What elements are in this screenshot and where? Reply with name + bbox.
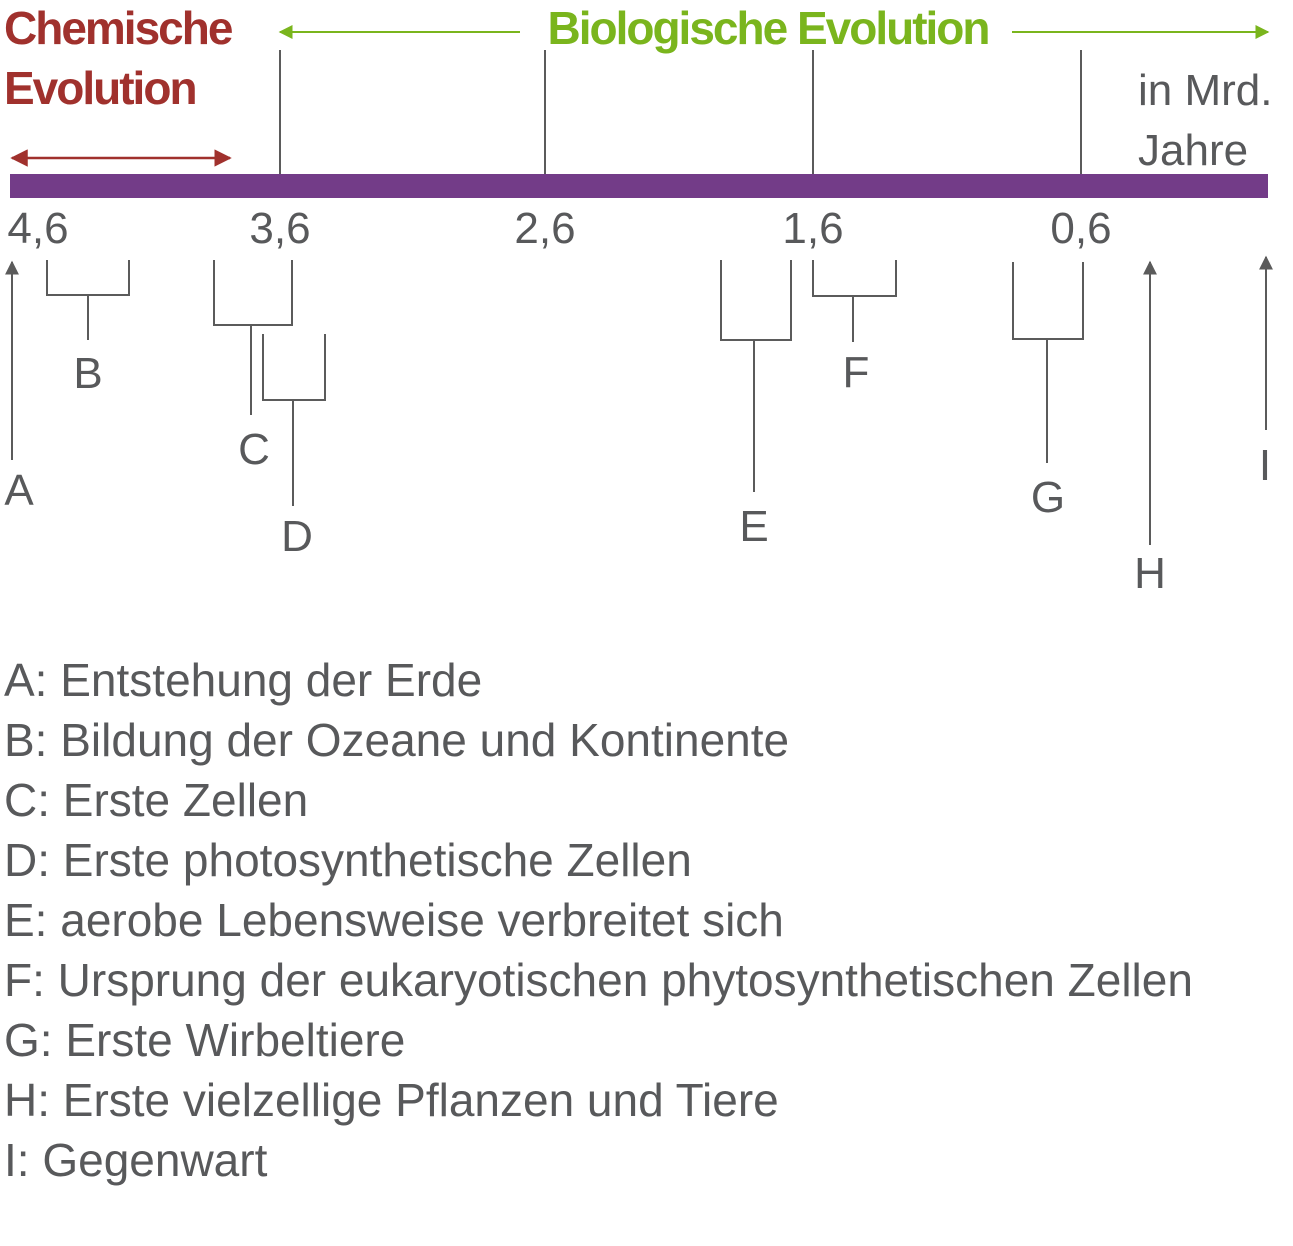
marker-label-h: H <box>1134 549 1166 598</box>
tick-label-0-6: 0,6 <box>1050 204 1111 253</box>
tick-label-3-6: 3,6 <box>249 204 310 253</box>
biological-evolution-label: Biologische Evolution <box>547 2 988 54</box>
tick-lines <box>279 50 1082 198</box>
marker-g-bracket <box>1012 262 1084 463</box>
marker-label-f: F <box>843 348 870 397</box>
marker-label-d: D <box>281 512 313 561</box>
unit-label-line1: in Mrd. <box>1138 66 1272 115</box>
marker-label-c: C <box>238 425 270 474</box>
legend-item-b: B: Bildung der Ozeane und Kontinente <box>4 714 790 766</box>
marker-d-bracket <box>262 334 326 506</box>
marker-c-bracket <box>213 260 293 415</box>
marker-f-bracket <box>812 260 897 342</box>
legend-item-c: C: Erste Zellen <box>4 774 309 826</box>
marker-b-bracket <box>46 260 130 340</box>
time-bar <box>10 174 1268 198</box>
marker-label-b: B <box>73 349 102 398</box>
legend-item-f: F: Ursprung der eukaryotischen phytosynt… <box>4 954 1193 1006</box>
unit-label-line2: Jahre <box>1138 126 1248 175</box>
marker-label-e: E <box>739 502 768 551</box>
tick-label-2-6: 2,6 <box>514 204 575 253</box>
evolution-timeline-diagram: Chemische Evolution Biologische Evolutio… <box>4 2 1273 598</box>
marker-label-a: A <box>4 466 34 515</box>
legend-item-e: E: aerobe Lebensweise verbreitet sich <box>4 894 784 946</box>
marker-e-bracket <box>720 260 792 492</box>
chemical-evolution-label-line1: Chemische <box>4 2 233 54</box>
marker-label-g: G <box>1031 473 1065 522</box>
tick-label-4-6: 4,6 <box>7 204 68 253</box>
tick-label-1-6: 1,6 <box>782 204 843 253</box>
legend-item-d: D: Erste photosynthetische Zellen <box>4 834 692 886</box>
legend-item-g: G: Erste Wirbeltiere <box>4 1014 406 1066</box>
legend: A: Entstehung der Erde B: Bildung der Oz… <box>4 650 1193 1190</box>
marker-label-i: I <box>1259 441 1271 490</box>
legend-item-i: I: Gegenwart <box>4 1134 268 1186</box>
chemical-evolution-label-line2: Evolution <box>4 62 196 114</box>
legend-item-a: A: Entstehung der Erde <box>4 654 483 706</box>
legend-item-h: H: Erste vielzellige Pflanzen und Tiere <box>4 1074 779 1126</box>
